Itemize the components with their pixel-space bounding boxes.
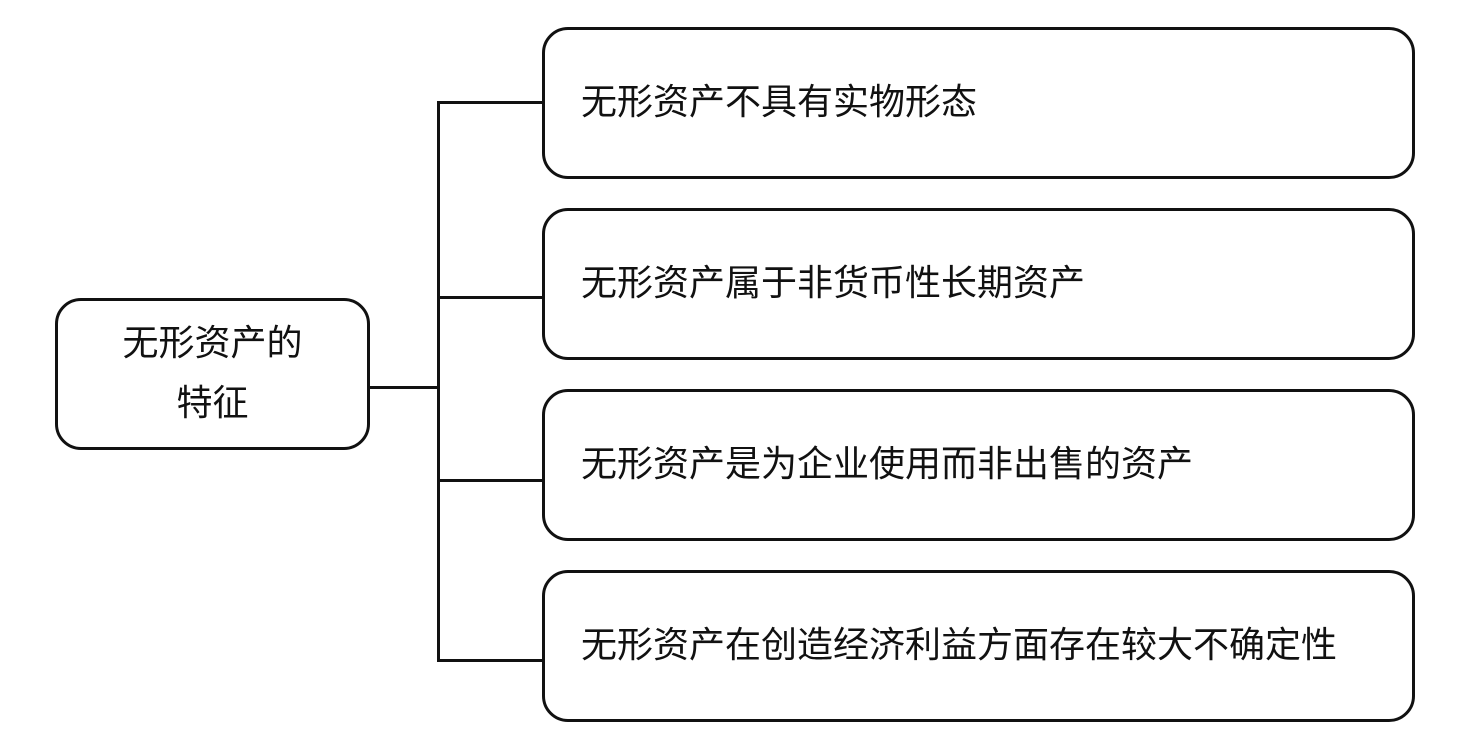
child-node-3: 无形资产是为企业使用而非出售的资产 [542,389,1415,541]
trunk-line [437,101,440,662]
child-node-label: 无形资产不具有实物形态 [581,82,978,123]
root-connector [370,386,440,389]
child-node-4: 无形资产在创造经济利益方面存在较大不确定性 [542,570,1415,722]
child-node-label: 无形资产在创造经济利益方面存在较大不确定性 [581,625,1338,666]
branch-connector-2 [437,296,543,299]
child-node-label: 无形资产是为企业使用而非出售的资产 [581,444,1194,485]
child-node-2: 无形资产属于非货币性长期资产 [542,208,1415,360]
branch-connector-3 [437,479,543,482]
child-node-1: 无形资产不具有实物形态 [542,27,1415,179]
branch-connector-4 [437,659,543,662]
child-node-label: 无形资产属于非货币性长期资产 [581,263,1086,304]
branch-connector-1 [437,101,543,104]
root-node-label: 无形资产的特征 [122,323,303,424]
root-node: 无形资产的特征 [55,298,370,450]
